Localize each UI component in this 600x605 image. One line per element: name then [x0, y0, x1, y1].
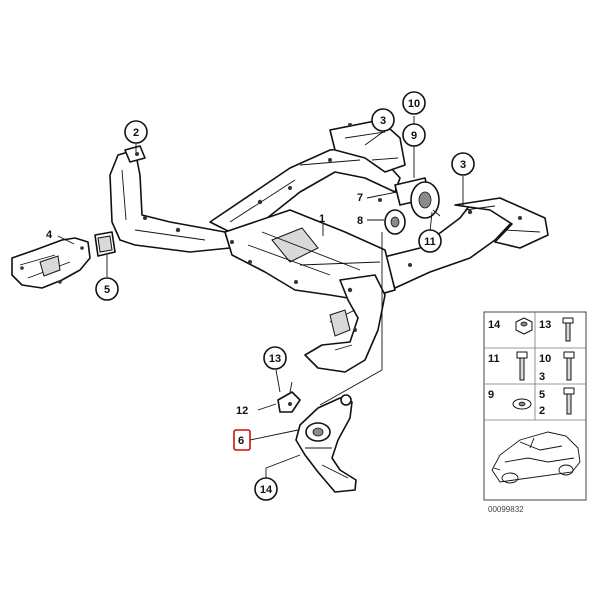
svg-text:6: 6 [238, 435, 244, 447]
callout-14[interactable]: 14 [254, 477, 278, 501]
svg-text:14: 14 [488, 319, 501, 331]
svg-text:1: 1 [319, 213, 325, 225]
fastener-legend: 14 13 11 10 3 9 5 2 [483, 311, 587, 514]
callout-10[interactable]: 10 [402, 91, 426, 115]
callout-6-highlighted[interactable]: 6 [233, 429, 251, 451]
callout-8[interactable]: 8 [357, 215, 363, 227]
svg-text:13: 13 [539, 319, 551, 331]
callout-3-top[interactable]: 3 [371, 108, 395, 132]
callout-4[interactable]: 4 [46, 229, 53, 241]
svg-text:11: 11 [424, 236, 436, 248]
svg-text:3: 3 [380, 115, 386, 127]
bolt-icon [562, 317, 574, 342]
svg-text:9: 9 [411, 130, 417, 142]
nut-icon [515, 317, 533, 335]
svg-text:3: 3 [460, 159, 466, 171]
svg-text:14: 14 [260, 484, 273, 496]
car-illustration-icon [491, 431, 581, 484]
svg-text:13: 13 [269, 353, 281, 365]
long-bolt-icon [516, 351, 528, 381]
rubber-mount-5 [94, 231, 116, 257]
svg-text:2: 2 [133, 127, 139, 139]
washer-icon [512, 398, 532, 410]
screw-icon [563, 351, 575, 381]
callout-7[interactable]: 7 [357, 192, 363, 204]
callout-12[interactable]: 12 [236, 405, 248, 417]
callout-13[interactable]: 13 [263, 346, 287, 370]
diagram-part-number: 00099832 [488, 505, 524, 514]
ball-joint-12 [277, 381, 301, 413]
svg-text:4: 4 [46, 229, 53, 241]
svg-text:10: 10 [539, 353, 551, 365]
subframe-holes [143, 123, 522, 332]
callout-11[interactable]: 11 [418, 229, 442, 253]
svg-text:12: 12 [236, 405, 248, 417]
left-support-bracket [11, 237, 91, 289]
svg-text:7: 7 [357, 192, 363, 204]
svg-text:5: 5 [104, 284, 110, 296]
subframe [109, 119, 549, 373]
hex-bolt-icon [563, 387, 575, 415]
callout-5[interactable]: 5 [95, 277, 119, 301]
svg-text:9: 9 [488, 389, 494, 401]
svg-text:5: 5 [539, 389, 545, 401]
svg-text:11: 11 [488, 353, 500, 365]
callout-2[interactable]: 2 [124, 120, 148, 144]
bushing-assembly [384, 177, 441, 235]
svg-text:2: 2 [539, 405, 545, 417]
svg-text:8: 8 [357, 215, 363, 227]
callout-3-right[interactable]: 3 [451, 152, 475, 176]
callout-1[interactable]: 1 [319, 213, 325, 225]
control-arm [295, 394, 357, 493]
svg-text:3: 3 [539, 371, 545, 383]
mount-cap-2 [124, 145, 146, 163]
callout-9[interactable]: 9 [402, 123, 426, 147]
svg-text:10: 10 [408, 98, 420, 110]
